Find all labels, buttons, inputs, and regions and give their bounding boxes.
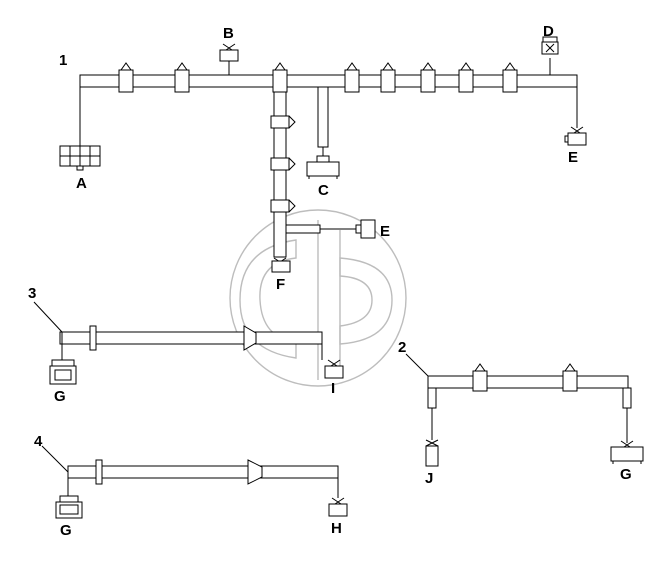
connector-f xyxy=(271,257,291,273)
connector-i xyxy=(324,359,344,379)
inline-connector xyxy=(458,62,474,93)
label-e-mid: E xyxy=(380,223,390,240)
label-a: A xyxy=(76,175,87,192)
label-i: I xyxy=(331,380,335,397)
label-c: C xyxy=(318,182,329,199)
harness-number-1: 1 xyxy=(59,52,67,69)
connector-j xyxy=(425,439,439,467)
connector-e-top xyxy=(564,126,587,146)
branch-connector xyxy=(270,199,296,213)
branch-connector xyxy=(270,115,296,129)
connector-g-harness-3 xyxy=(49,359,77,385)
connector-g-harness-2 xyxy=(610,440,644,464)
harness-number-3: 3 xyxy=(28,285,36,302)
label-g-harness-3: G xyxy=(54,388,66,405)
connector-a xyxy=(59,145,101,171)
harness-number-4: 4 xyxy=(34,433,43,450)
inline-connector xyxy=(420,62,436,93)
inline-connector xyxy=(344,62,360,93)
connector-c xyxy=(306,155,340,179)
watermark-logo xyxy=(229,209,407,387)
connector-h xyxy=(328,497,348,517)
harness-2 xyxy=(405,353,644,467)
harness-number-2: 2 xyxy=(398,339,406,356)
branch-connector xyxy=(270,157,296,171)
connector-d xyxy=(541,36,559,55)
inline-connector xyxy=(472,363,488,392)
harness-3 xyxy=(33,301,344,385)
label-g-harness-4: G xyxy=(60,522,72,539)
inline-connector xyxy=(502,62,518,93)
harness-4 xyxy=(41,445,348,519)
label-f: F xyxy=(276,276,285,293)
label-e-top: E xyxy=(568,149,578,166)
connector-e-mid xyxy=(355,219,376,239)
label-d: D xyxy=(543,23,554,40)
connector-b xyxy=(219,43,239,62)
connector-g-harness-4 xyxy=(55,495,83,519)
inline-connector xyxy=(562,363,578,392)
label-g-harness-2: G xyxy=(620,466,632,483)
label-h: H xyxy=(331,520,342,537)
harness-1 xyxy=(59,36,587,273)
inline-connector xyxy=(272,62,288,93)
inline-connector xyxy=(380,62,396,93)
inline-connector xyxy=(174,62,190,93)
inline-connector xyxy=(118,62,134,93)
label-b: B xyxy=(223,25,234,42)
label-j: J xyxy=(425,470,433,487)
